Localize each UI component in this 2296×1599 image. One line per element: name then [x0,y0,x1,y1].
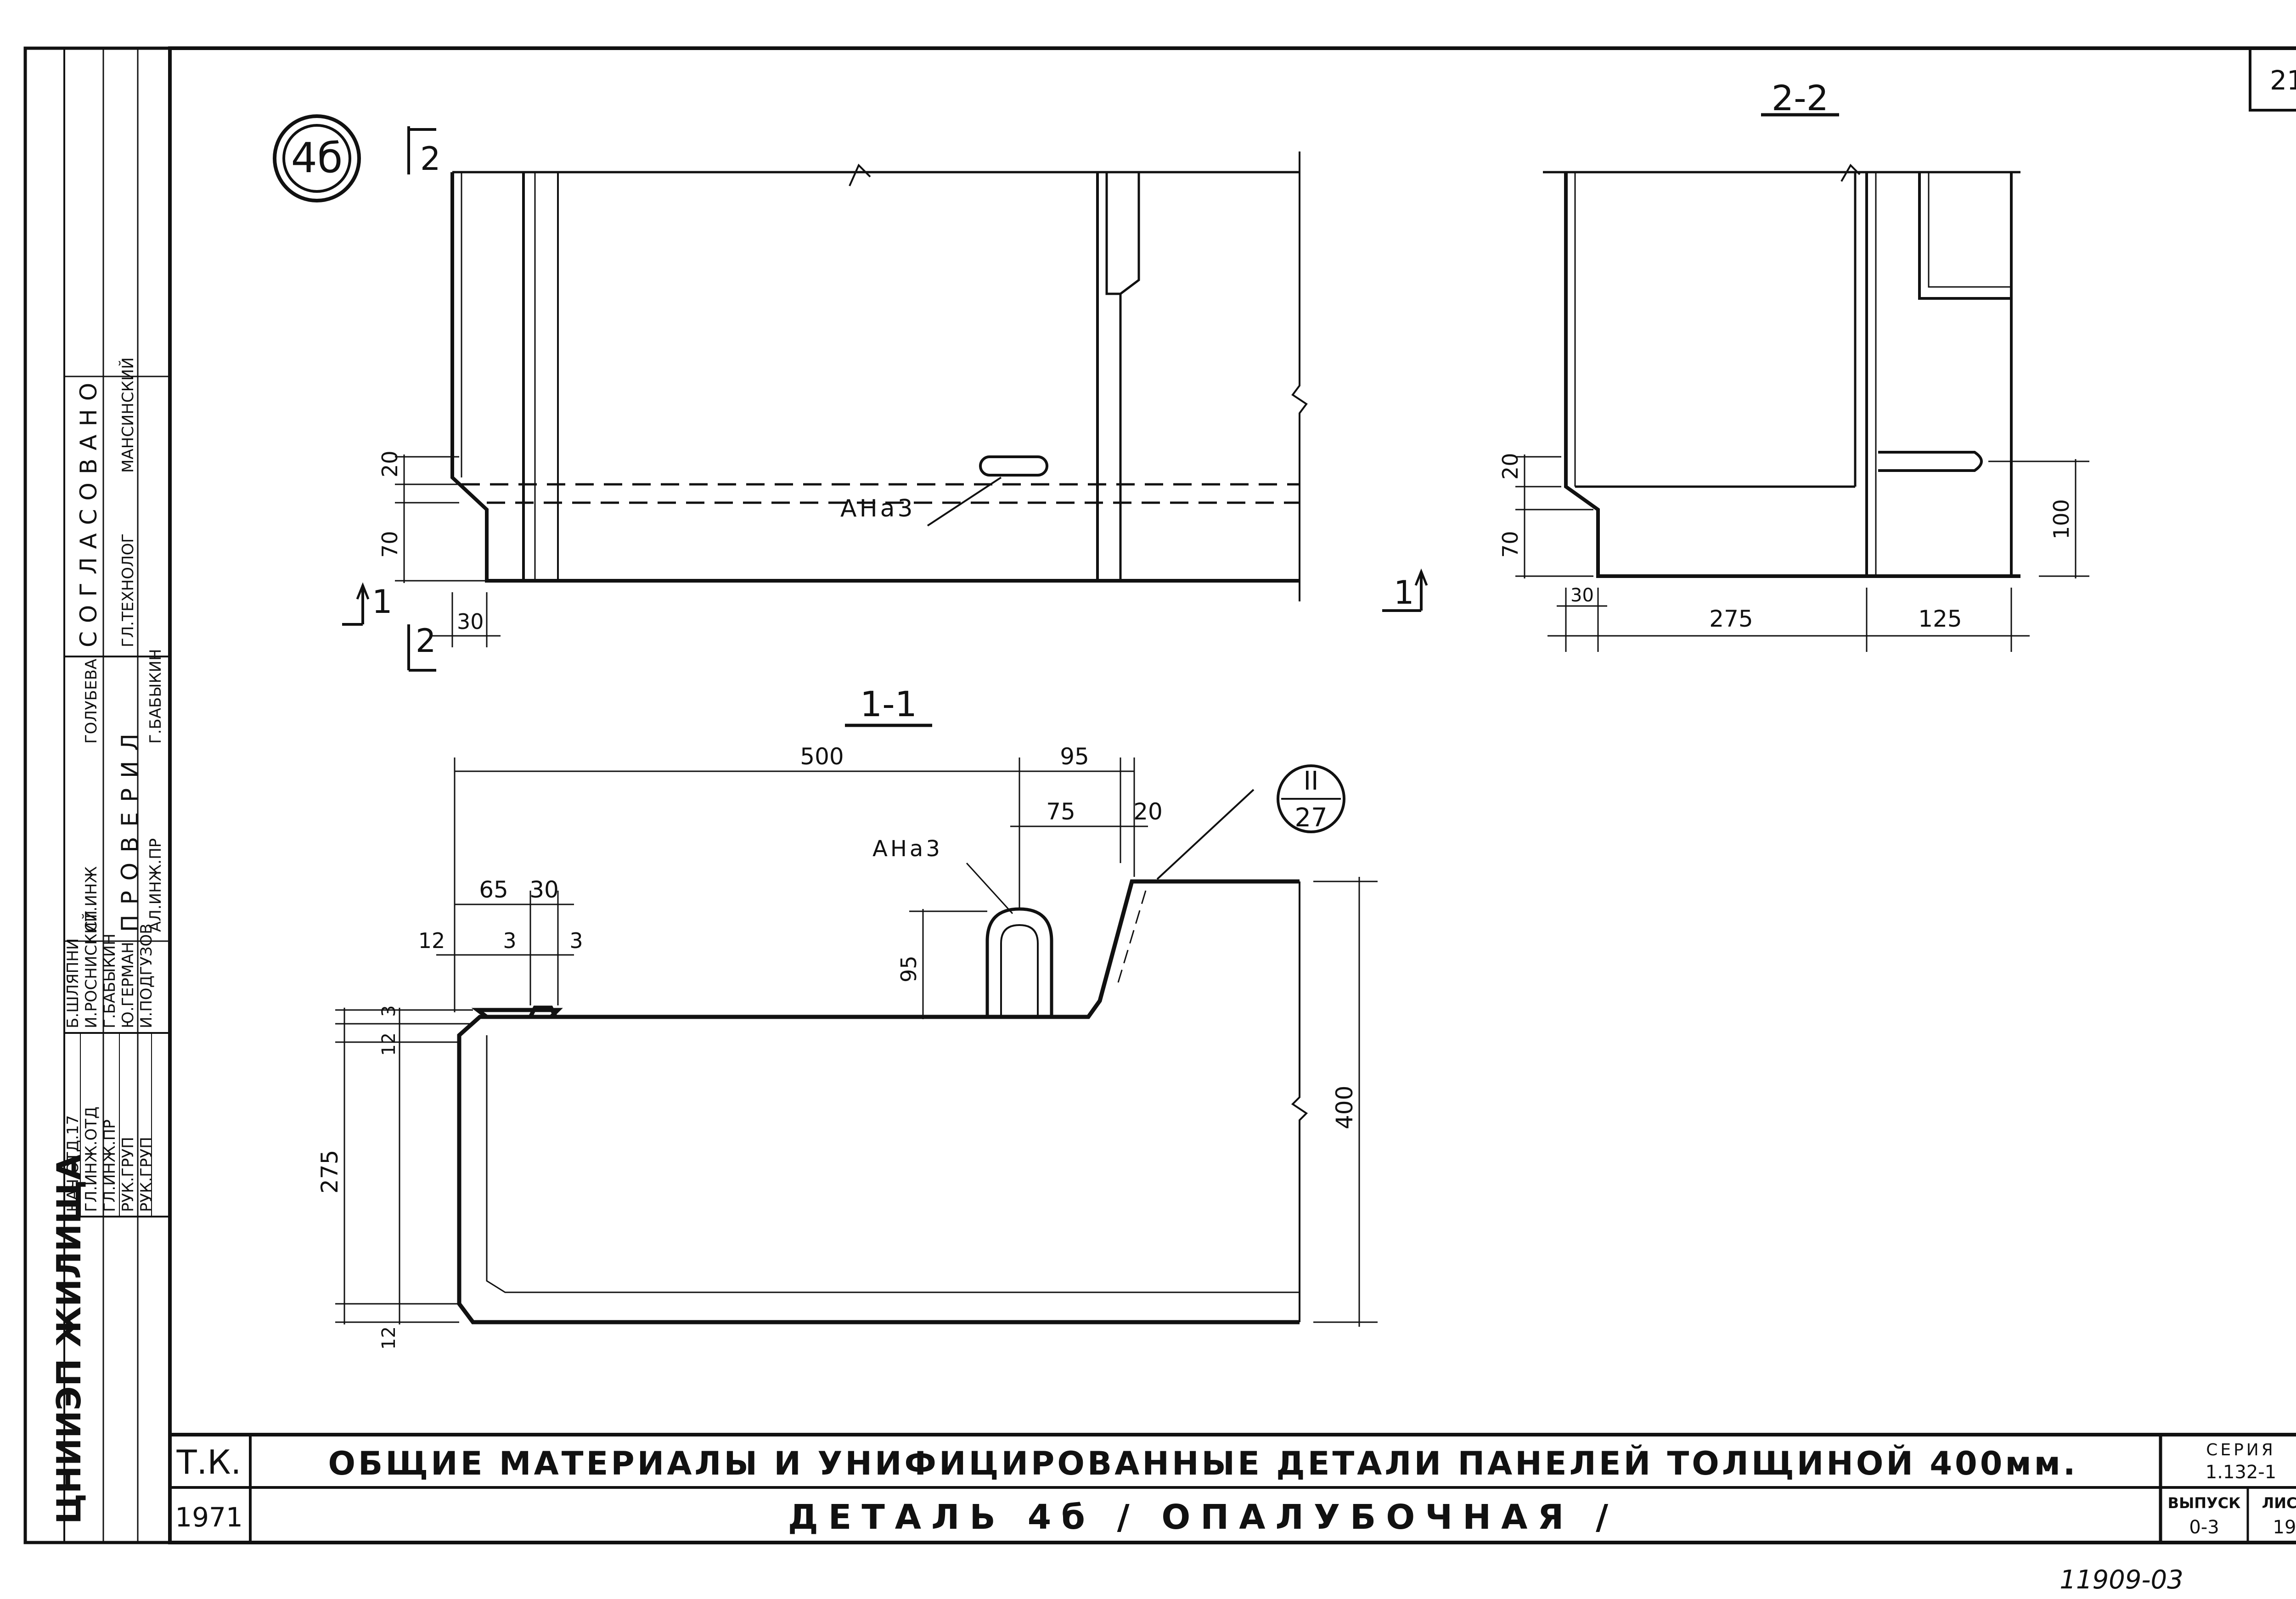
dim-s11-3b: 3 [569,928,583,953]
section-marker-2-bottom: 2 [416,622,436,660]
dim-s22-125: 125 [1918,606,1962,632]
dim-s11-500: 500 [800,743,844,770]
dim-top-70: 70 [377,531,402,558]
issue-label: ВЫПУСК [2168,1494,2241,1512]
name-4: Ю.ГЕРМАН [119,942,137,1028]
checker-role-2: АЛ.ИНЖ.ПР [146,838,165,932]
dim-s11-3c: 3 [378,1005,400,1017]
sheet-frame [23,46,2296,1544]
agreed-name: МАНСИНСКИЙ [118,357,137,473]
loop-label-top: АНа3 [840,495,916,522]
dim-s11-95: 95 [1060,743,1089,770]
role-4: РУК.ГРУП [119,1137,137,1212]
dim-s22-100: 100 [2049,499,2074,539]
bottom-note: 11909-03 [2060,1565,2183,1595]
dim-s11-75: 75 [1046,798,1075,825]
dim-s22-30: 30 [1570,585,1594,606]
dim-s22-70: 70 [1498,531,1523,558]
dim-s11-65: 65 [479,876,508,903]
year: 1971 [175,1502,243,1533]
top-view [342,126,1308,672]
detail-mark-label: 4б [291,134,343,182]
detail-ref-bottom: 27 [1294,803,1327,833]
section-marker-2-top: 2 [420,140,441,178]
title-line-2: ДЕТАЛЬ 4б / ОПАЛУБОЧНАЯ / [788,1498,1618,1537]
role-1: НАЧ.ОТД.17 [64,1115,82,1212]
detail-mark: 4б [273,114,361,202]
role-5: РУК.ГРУП [137,1137,156,1212]
section-2-2 [1382,113,2089,652]
series-label: СЕРИЯ [2206,1441,2276,1459]
title-line-1: ОБЩИЕ МАТЕРИАЛЫ И УНИФИЦИРОВАННЫЕ ДЕТАЛИ… [328,1445,2078,1482]
checked-label: ПРОВЕРИЛ [117,724,143,932]
dim-s11-12a: 12 [418,928,445,953]
dim-s11-20: 20 [1133,798,1163,825]
detail-ref-top: II [1303,766,1318,796]
section-marker-1-right: 1 [1394,574,1414,612]
section-marker-1-left: 1 [372,583,393,621]
sheet-value: 19 [2273,1517,2296,1538]
dim-s11-30: 30 [529,876,559,903]
org-name: ЦНИИЭП ЖИЛИЩА [50,1154,88,1524]
agreed-role: ГЛ.ТЕХНОЛОГ [119,533,137,647]
dim-s11-12b: 12 [378,1032,400,1056]
loop-label-s11: АНа3 [872,836,943,862]
name-5: И.ПОДГУЗОВ [137,924,156,1028]
side-stamp [63,48,170,1543]
dim-s11-275: 275 [316,1150,343,1194]
agreed-label: СОГЛАСОВАНО [75,375,102,647]
page-number: 21 [2270,65,2296,96]
issue-value: 0-3 [2189,1517,2219,1538]
name-1: Б.ШЛЯПНИ [64,938,82,1028]
checker-name-2: Г.БАБЫКИН [146,649,165,744]
sheet-label: ЛИСТ [2262,1494,2296,1512]
dim-s11-3a: 3 [503,928,516,953]
dim-top-30: 30 [457,609,484,634]
name-2: И.РОСНИСКИЙ [82,910,101,1028]
role-3: ГЛ.ИНЖ.ПР [101,1119,119,1212]
dim-s11-400: 400 [1331,1086,1358,1129]
section-2-2-title: 2-2 [1772,78,1829,118]
side-stamp-org: ЦНИИЭП ЖИЛИЩА [50,1154,88,1524]
checker-name-1: ГОЛУБЕВА [82,659,101,744]
role-2: ГЛ.ИНЖ.ОТД [82,1106,101,1212]
checker-role-1: СТ.ИНЖ [82,866,101,932]
dim-s11-95v: 95 [896,955,921,982]
series-value: 1.132-1 [2206,1462,2276,1483]
dim-s11-12c: 12 [378,1326,400,1350]
name-3: Г.БАБЫКИН [101,933,119,1028]
dim-s22-275: 275 [1709,606,1753,632]
side-stamp-roles: НАЧ.ОТД.17 ГЛ.ИНЖ.ОТД ГЛ.ИНЖ.ПР РУК.ГРУП… [64,357,165,1212]
dim-s22-20: 20 [1498,453,1523,480]
org-code: Т.К. [176,1443,242,1481]
section-1-1 [335,724,1378,1327]
section-1-1-title: 1-1 [860,684,917,724]
dim-top-20: 20 [377,450,402,477]
